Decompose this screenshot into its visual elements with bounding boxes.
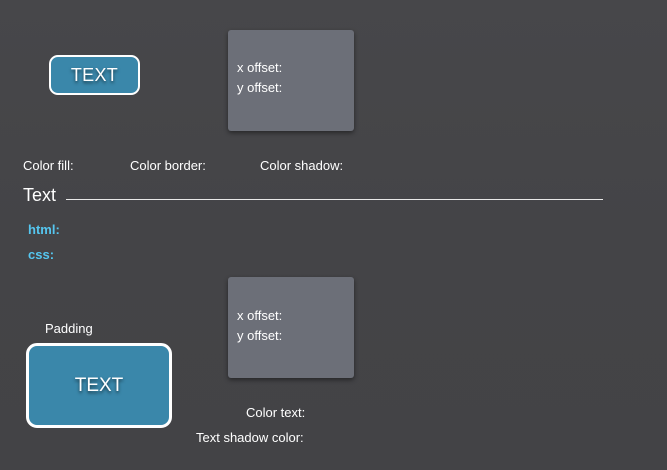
color-text-label[interactable]: Color text: — [246, 405, 306, 420]
section-divider — [66, 199, 603, 200]
text-section-title: Text — [23, 185, 57, 205]
box-shadow-offset-pad[interactable]: x offset: y offset: — [228, 30, 354, 131]
button-preview[interactable]: TEXT — [49, 55, 140, 95]
html-output-label: html: — [28, 222, 60, 237]
padding-preview-text: TEXT — [74, 374, 124, 396]
padding-button-preview[interactable]: TEXT — [26, 343, 172, 428]
css-output-label: css: — [28, 247, 55, 262]
color-shadow-label[interactable]: Color shadow: — [260, 158, 344, 173]
x-offset-label: x offset: — [237, 60, 283, 75]
color-fill-label[interactable]: Color fill: — [23, 158, 74, 173]
text-shadow-offset-pad[interactable]: x offset: y offset: — [228, 277, 354, 378]
padding-label: Padding — [45, 321, 93, 336]
y-offset-label: y offset: — [237, 328, 283, 343]
text-shadow-color-label[interactable]: Text shadow color: — [196, 430, 304, 445]
button-preview-text: TEXT — [70, 64, 119, 85]
x-offset-label: x offset: — [237, 308, 283, 323]
y-offset-label: y offset: — [237, 80, 283, 95]
color-border-label[interactable]: Color border: — [130, 158, 206, 173]
